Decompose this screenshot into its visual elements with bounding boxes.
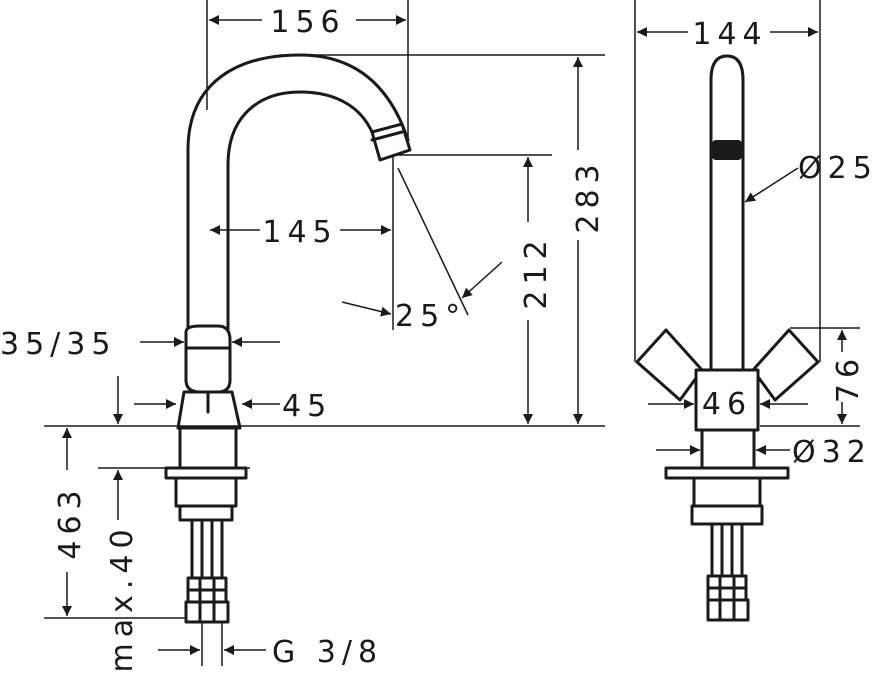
dim-base-diameter: Ø32 <box>792 435 872 470</box>
front-view <box>164 53 412 624</box>
dimension-lines <box>44 0 860 666</box>
dim-handle-size: 35/35 <box>0 327 116 362</box>
side-aerator <box>712 140 742 160</box>
dim-spout-reach: 156 <box>270 5 345 40</box>
dim-base-depth: 463 <box>53 484 88 559</box>
dim-outlet-height: 212 <box>519 234 554 309</box>
side-view <box>635 54 820 622</box>
dim-side-width: 144 <box>692 17 767 52</box>
dim-thread: G 3/8 <box>272 635 383 670</box>
dim-spout-angle: 25° <box>395 299 466 334</box>
dim-body-width-side: 46 <box>702 387 752 422</box>
supply-hose-left <box>190 518 204 580</box>
dim-spout-diameter: Ø25 <box>798 151 878 186</box>
side-spout <box>709 54 745 372</box>
spout-outer <box>186 53 410 332</box>
dim-handle-height: 76 <box>831 353 866 403</box>
spout-inner <box>226 90 374 332</box>
dim-spout-height: 283 <box>571 158 606 233</box>
dim-max-thickness: max.40 <box>105 523 140 672</box>
dimension-labels: 156 283 212 145 25° 35/35 45 463 max.40 … <box>0 5 878 673</box>
dim-body-width: 45 <box>282 389 332 424</box>
dim-spout-clearance: 145 <box>262 215 337 250</box>
handle-right <box>751 328 820 402</box>
handle-block <box>184 324 232 394</box>
supply-hose-right <box>210 518 224 580</box>
base-ring <box>178 426 238 470</box>
handle-left <box>635 328 704 402</box>
